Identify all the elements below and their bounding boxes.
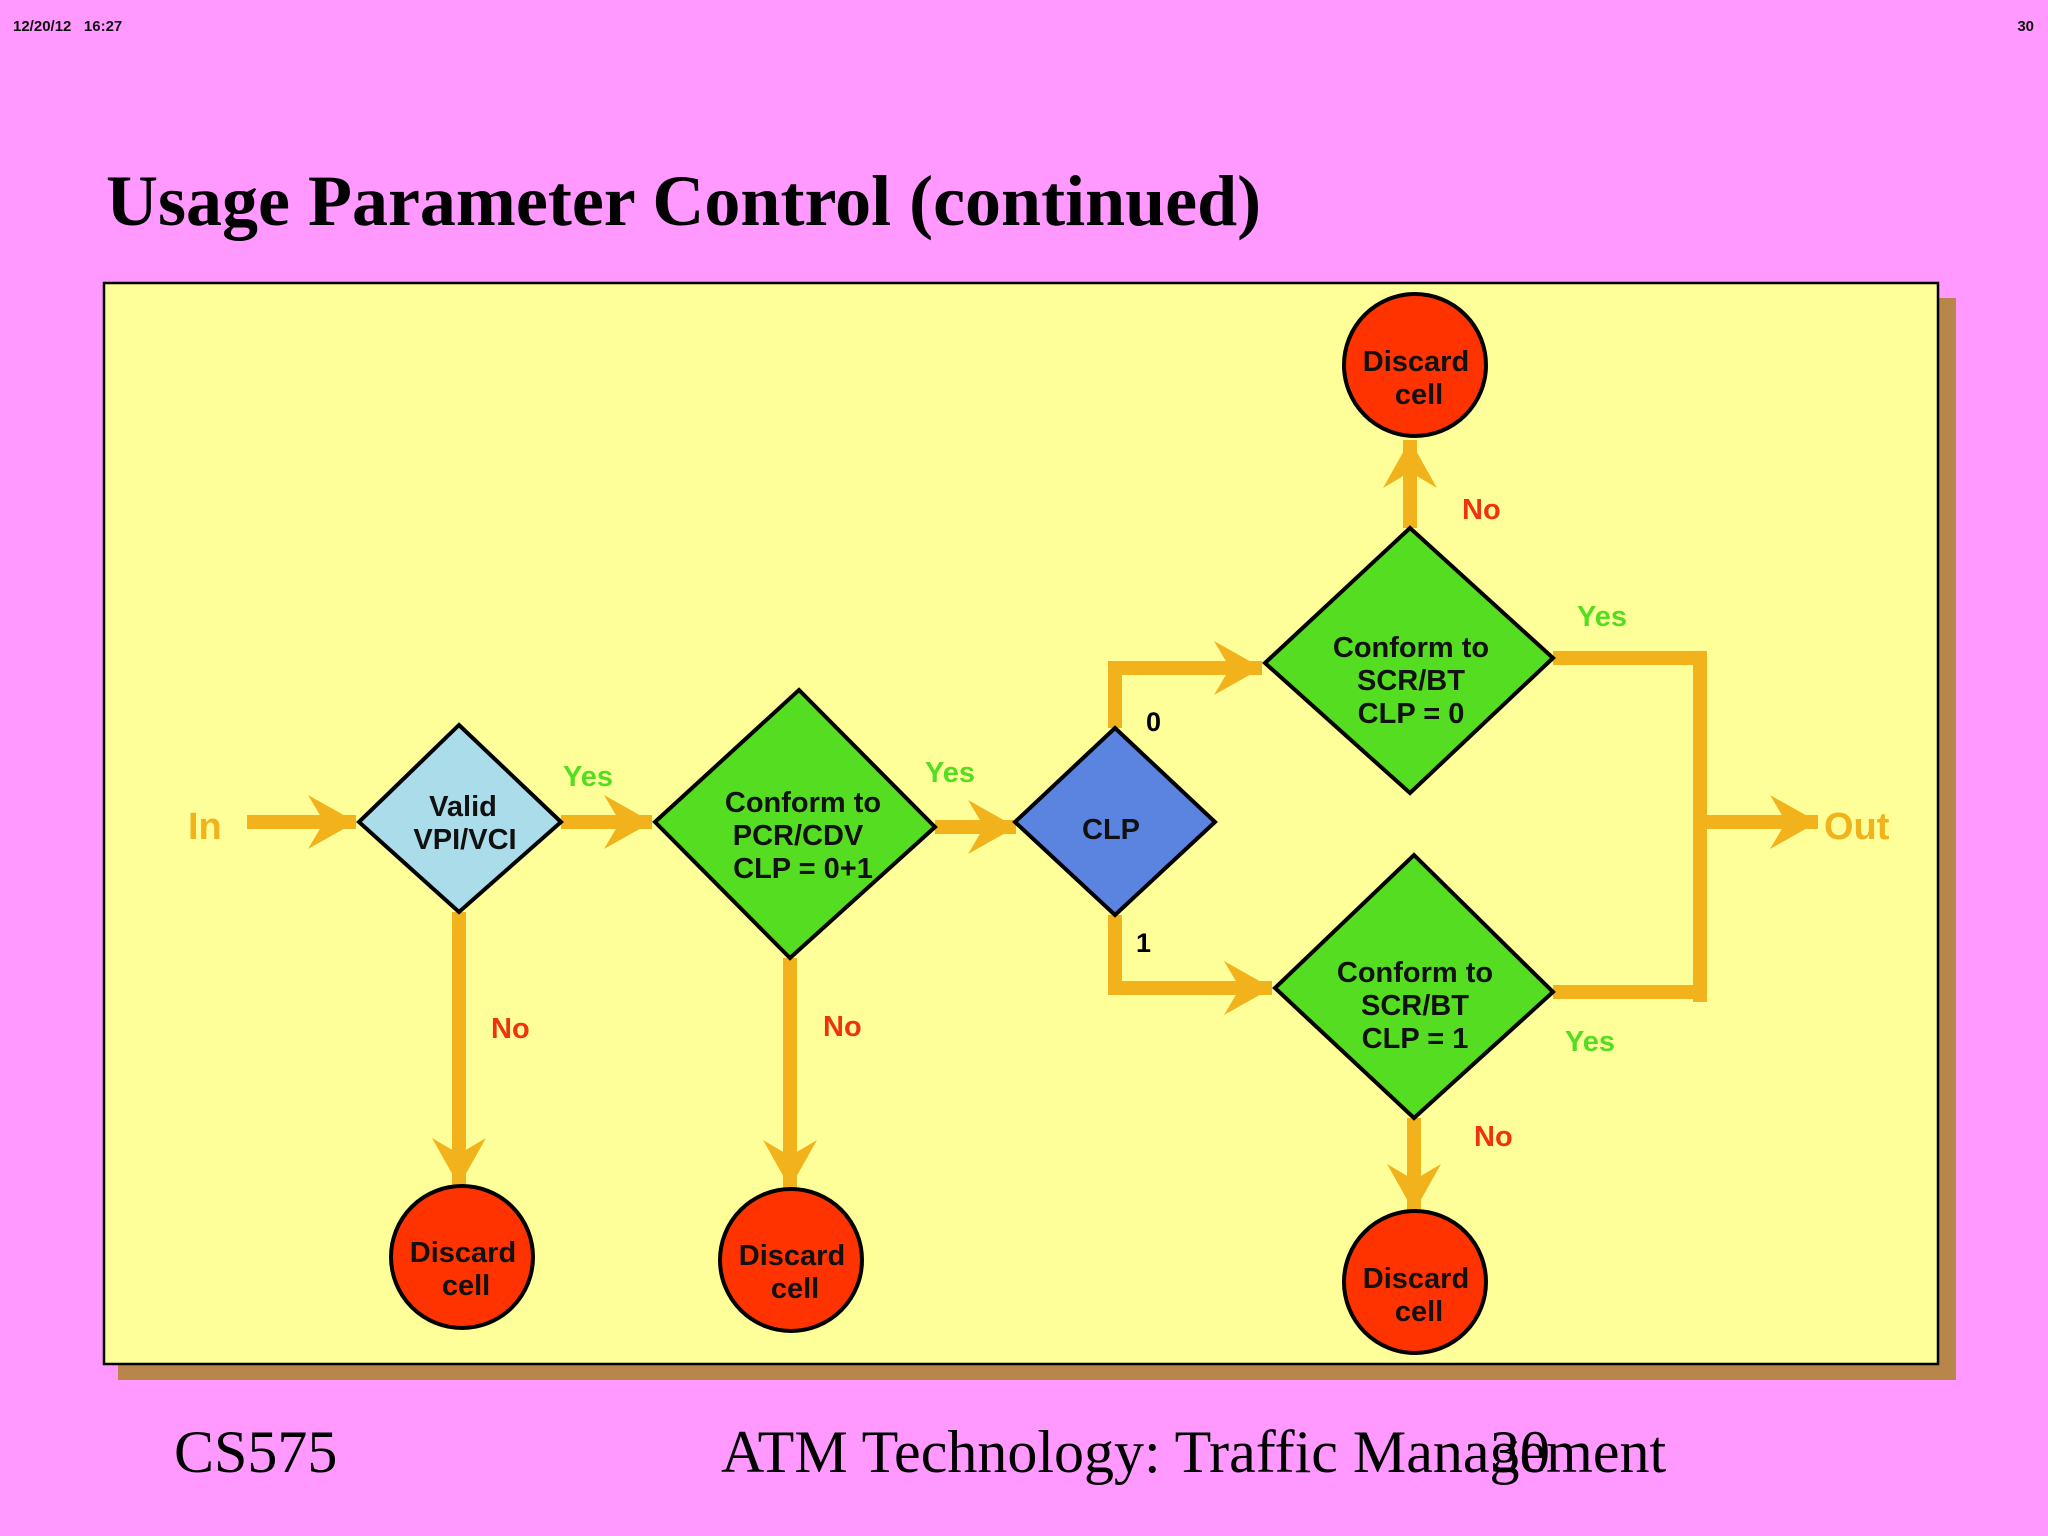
conform-scr-clp1-decision [1272, 852, 1556, 1121]
scr0-label-line-1: Conform to [1333, 632, 1489, 664]
discard-pcr-line-2: cell [771, 1273, 819, 1305]
pcr-label-line-2: PCR/CDV [733, 820, 864, 852]
no-label-scr1: No [1474, 1121, 1513, 1153]
yes-label-scr0: Yes [1577, 601, 1627, 633]
valid-label-line-2: VPI/VCI [413, 824, 516, 856]
line-scr0-yes [1553, 651, 1707, 1002]
discard-valid-line-2: cell [442, 1270, 490, 1302]
discard-circle-scr0 [1342, 292, 1488, 438]
footer-page-number: 30 [1490, 1419, 1550, 1485]
scr1-label-line-2: SCR/BT [1361, 990, 1469, 1022]
valid-vpi-vci-decision [356, 722, 564, 915]
scr0-label-line-2: SCR/BT [1357, 665, 1465, 697]
yes-label-scr1: Yes [1565, 1026, 1615, 1058]
header-page-number: 30 [2017, 18, 2034, 35]
no-label-scr0: No [1462, 494, 1501, 526]
clp-label: CLP [1082, 814, 1140, 846]
pcr-label-line-3: CLP = 0+1 [733, 853, 873, 885]
clp-decision [1012, 725, 1218, 918]
discard-scr1-line-2: cell [1395, 1296, 1443, 1328]
arrow-clp-one [1108, 915, 1272, 1015]
yes-label-pcr: Yes [925, 757, 975, 789]
discard-scr0-line-2: cell [1395, 379, 1443, 411]
discard-circle-valid [389, 1184, 535, 1330]
header-time-text: 16:27 [83, 18, 123, 35]
footer-course: CS575 [174, 1419, 338, 1485]
footer-topic: ATM Technology: Traffic Management [721, 1419, 1667, 1485]
branch-label-zero: 0 [1146, 707, 1161, 737]
output-label: Out [1824, 806, 1890, 848]
slide-title: Usage Parameter Control (continued) [106, 161, 1262, 241]
scr1-label-line-3: CLP = 1 [1362, 1023, 1469, 1055]
scr1-label-line-1: Conform to [1337, 957, 1493, 989]
discard-pcr-line-1: Discard [739, 1240, 845, 1272]
scr0-label-line-3: CLP = 0 [1358, 698, 1465, 730]
header-date-text: 12/20/12 [13, 18, 72, 35]
no-label-valid: No [491, 1013, 530, 1045]
discard-scr0-line-1: Discard [1363, 346, 1469, 378]
discard-circle-pcr [718, 1187, 864, 1333]
arrow-clp-zero [1108, 641, 1262, 728]
yes-label-valid: Yes [563, 761, 613, 793]
discard-valid-line-1: Discard [410, 1237, 516, 1269]
header-date: 12/20/12 16:27 [13, 18, 122, 35]
no-label-pcr: No [823, 1011, 862, 1043]
input-label: In [188, 806, 222, 848]
conform-pcr-cdv-decision [652, 687, 938, 961]
pcr-label-line-1: Conform to [725, 787, 881, 819]
conform-scr-clp0-decision [1262, 525, 1556, 796]
branch-label-one: 1 [1136, 928, 1151, 958]
valid-label-line-1: Valid [429, 791, 497, 823]
discard-circle-scr1 [1342, 1209, 1488, 1355]
discard-scr1-line-1: Discard [1363, 1263, 1469, 1295]
